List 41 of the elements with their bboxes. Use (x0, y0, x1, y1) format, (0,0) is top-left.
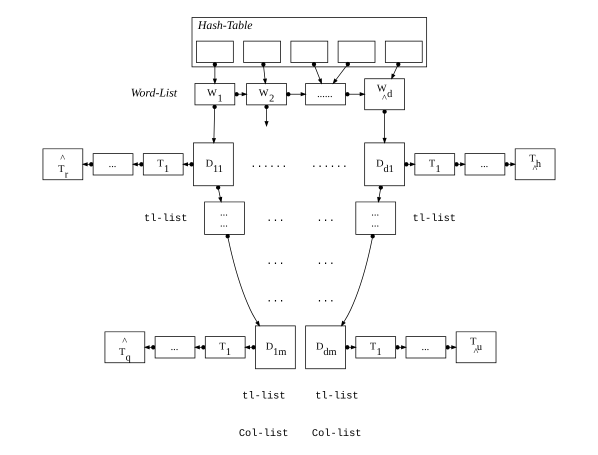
node-box: ... (406, 336, 446, 358)
arrow (377, 185, 383, 203)
arrow (382, 109, 387, 144)
node-box (338, 40, 376, 63)
arrow (286, 92, 307, 96)
arrow (340, 234, 375, 327)
label: Word-List (130, 85, 178, 100)
arrow (261, 62, 267, 85)
arrow (212, 104, 217, 144)
label: ... (266, 294, 285, 306)
label: ...... (250, 159, 288, 172)
label: Col-list (312, 428, 362, 440)
label: tl-list (242, 390, 286, 402)
label: ... (316, 256, 335, 268)
arrow (212, 62, 218, 85)
arrow (391, 62, 400, 80)
node-box: ...... (305, 83, 346, 106)
node-box (384, 40, 423, 63)
label: tl-list (144, 212, 188, 225)
arrow (345, 92, 366, 96)
arrow (312, 62, 322, 84)
label: ... (316, 212, 335, 225)
node-box: ... ... (355, 202, 396, 235)
label: ... (266, 256, 285, 268)
node-box: ... (464, 153, 506, 176)
label: Col-list (238, 428, 288, 440)
label: ... (316, 294, 335, 306)
node-box: ... ... (204, 202, 245, 235)
label: ... (266, 212, 285, 225)
label: tl-list (412, 212, 456, 225)
node-box (290, 40, 328, 63)
label: tl-list (315, 390, 359, 402)
node-box: ... (154, 336, 196, 358)
arrow (216, 185, 222, 203)
node-box (243, 40, 281, 63)
node-box (196, 40, 234, 63)
arrow (332, 62, 350, 84)
arrow (226, 234, 260, 327)
arrow (264, 108, 269, 128)
label: ...... (310, 159, 348, 172)
node-box: ... (92, 153, 134, 176)
